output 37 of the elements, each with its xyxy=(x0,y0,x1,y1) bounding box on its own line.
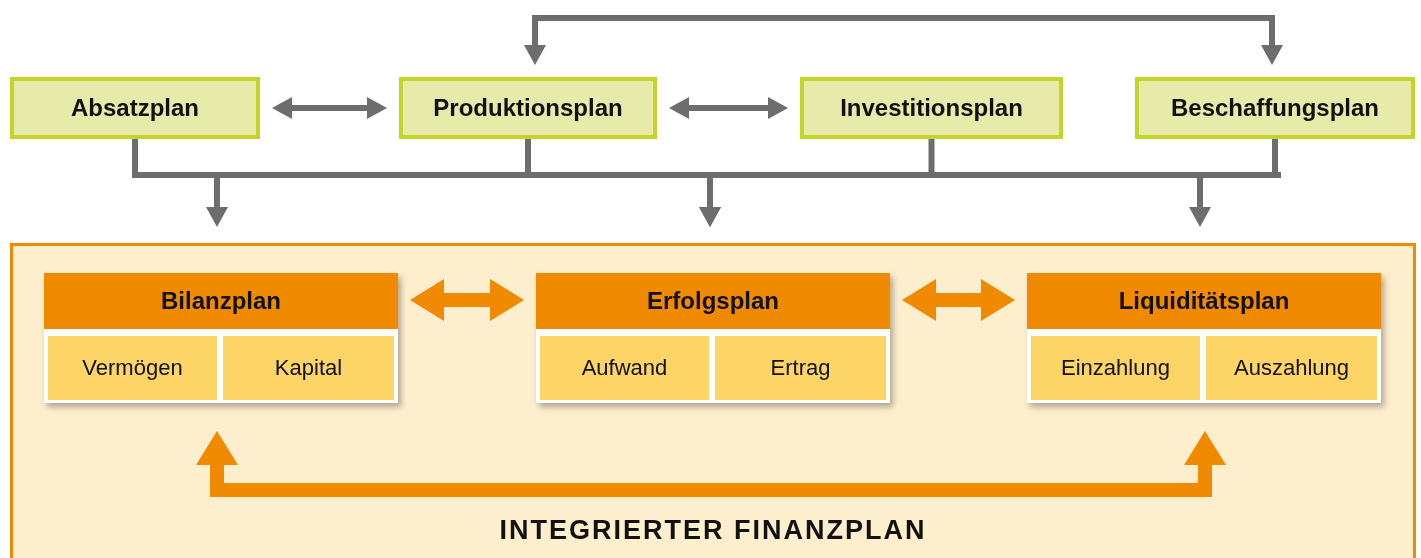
frame-title: INTEGRIERTER FINANZPLAN xyxy=(499,515,927,546)
arrow xyxy=(1189,139,1278,227)
arrow xyxy=(699,139,935,227)
card-header: Liquiditätsplan xyxy=(1118,287,1290,315)
plan-card xyxy=(1027,273,1381,403)
arrow xyxy=(132,139,228,227)
arrow xyxy=(902,279,1015,321)
table-cell xyxy=(1031,336,1200,400)
box-label: Beschaffungsplan xyxy=(1171,94,1379,122)
arrow xyxy=(669,97,788,119)
plan-box xyxy=(10,77,260,139)
card-header: Erfolgsplan xyxy=(647,287,779,315)
box-label: Produktionsplan xyxy=(433,94,623,122)
cell-text: Auszahlung xyxy=(1234,355,1349,381)
table-cell xyxy=(540,336,709,400)
cell-text: Vermögen xyxy=(82,355,183,381)
arrow xyxy=(524,15,1283,65)
cell-text: Kapital xyxy=(274,355,343,381)
plan-card xyxy=(44,273,398,403)
arrow xyxy=(410,279,524,321)
arrow xyxy=(196,431,1226,497)
plan-box xyxy=(1135,77,1415,139)
table-cell xyxy=(48,336,217,400)
table-cell xyxy=(223,336,394,400)
card-header: Bilanzplan xyxy=(161,287,281,315)
cell-text: Ertrag xyxy=(770,355,831,381)
cell-text: Aufwand xyxy=(581,355,668,381)
plan-box xyxy=(800,77,1063,139)
table-cell xyxy=(1206,336,1377,400)
plan-box xyxy=(399,77,657,139)
arrow xyxy=(272,97,387,119)
box-label: Investitionsplan xyxy=(840,94,1023,122)
box-label: Absatzplan xyxy=(71,94,199,122)
table-cell xyxy=(715,336,886,400)
cell-text: Einzahlung xyxy=(1061,355,1170,381)
plan-card xyxy=(536,273,890,403)
finance-plan-frame xyxy=(10,243,1416,558)
